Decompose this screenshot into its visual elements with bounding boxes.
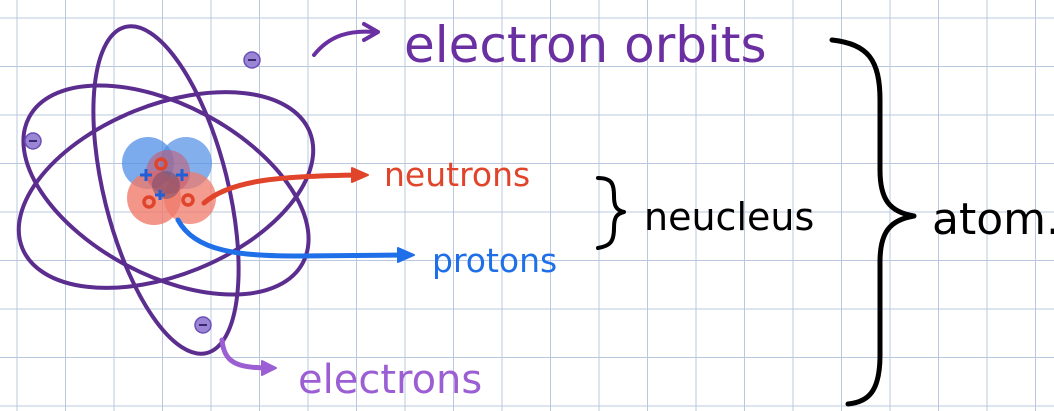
neutrons-label: neutrons xyxy=(384,155,531,194)
electrons-arrow xyxy=(219,337,271,371)
nucleus-cluster xyxy=(122,137,216,225)
protons-arrow xyxy=(175,217,408,259)
protons-arrow-head xyxy=(397,247,415,263)
proton-symbols xyxy=(140,169,188,200)
electrons-arrow-head xyxy=(261,360,277,376)
neutrons-arrow xyxy=(201,172,363,206)
electron-dot xyxy=(24,132,42,150)
orbits-arrow-head xyxy=(362,22,380,42)
electron-dot xyxy=(194,316,212,334)
electron-orbits-label: electron orbits xyxy=(404,16,767,74)
electron-dots xyxy=(24,51,261,334)
neutron-symbols xyxy=(142,157,195,209)
electron-orbits xyxy=(16,24,316,356)
orbits-arrow xyxy=(312,29,377,57)
orbit-ellipse-1 xyxy=(16,90,316,290)
electron-dot xyxy=(243,51,261,69)
nucleus-label: neucleus xyxy=(644,195,815,239)
nucleus-brace xyxy=(596,176,626,250)
orbit-ellipse-3 xyxy=(91,24,241,356)
atom-label: atom. xyxy=(932,194,1054,245)
neutrons-arrow-head xyxy=(351,167,369,183)
electrons-label: electrons xyxy=(298,357,483,403)
atom-brace xyxy=(829,37,917,407)
protons-label: protons xyxy=(432,241,558,280)
